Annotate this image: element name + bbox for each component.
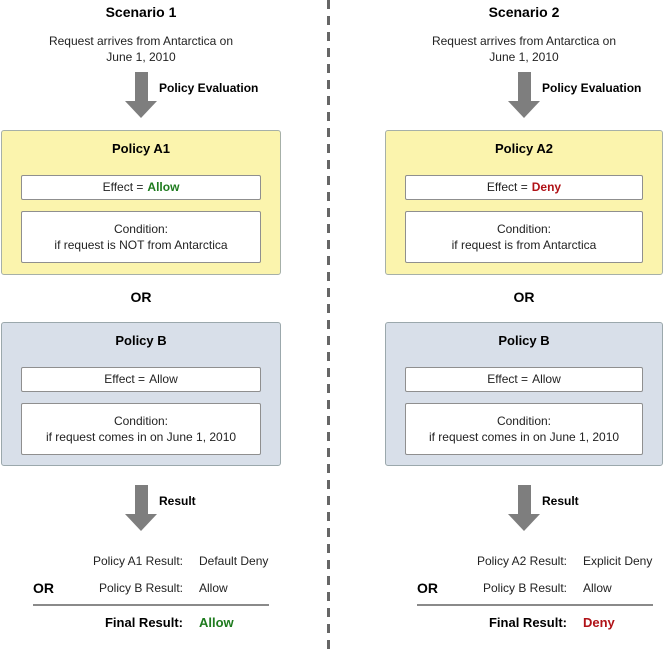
effect-box: Effect =Allow [21, 367, 261, 392]
arrow-head [125, 101, 157, 118]
policy-b-result-value: Allow [583, 581, 612, 595]
policy-a1-title: Policy A1 [111, 141, 171, 156]
effect-box: Effect =Allow [21, 175, 261, 200]
effect-label: Effect = [487, 372, 529, 386]
request-line-1: Request arrives from Antarctica on [431, 34, 617, 48]
condition-label: Condition: [113, 414, 169, 428]
policy-evaluation-label: Policy Evaluation [159, 81, 259, 95]
scenario-title: Scenario 2 [488, 4, 560, 20]
request-line-2: June 1, 2010 [489, 50, 559, 64]
request-text: Request arrives from Antarctica on June … [385, 33, 663, 65]
final-result-label: Final Result: [104, 615, 183, 630]
results-separator-line [33, 604, 269, 606]
result-label: Result [542, 494, 579, 508]
condition-box: Condition: if request is NOT from Antarc… [21, 211, 261, 263]
down-arrow-icon [125, 485, 157, 531]
arrow-shaft [134, 72, 148, 101]
condition-box: Condition: if request is from Antarctica [405, 211, 643, 263]
scenario-1-column: Scenario 1 Request arrives from Antarcti… [1, 0, 281, 632]
results-or-spacer [33, 548, 71, 575]
results-or-spacer [417, 548, 455, 575]
policy-a2-result-value: Explicit Deny [583, 554, 653, 568]
effect-value: Allow [147, 180, 180, 194]
policy-a1-box: Policy A1 Effect =Allow Condition: if re… [1, 130, 281, 275]
final-result-spacer [33, 606, 71, 632]
results-block: Policy A1 Result: Default Deny OR Policy… [33, 548, 269, 632]
final-result-value: Allow [199, 615, 234, 630]
effect-label: Effect = [102, 180, 144, 194]
arrow-head [508, 101, 540, 118]
policy-evaluation-label: Policy Evaluation [542, 81, 642, 95]
policy-b-result-value: Allow [199, 581, 228, 595]
final-result-spacer [417, 606, 455, 632]
down-arrow-icon [125, 72, 157, 118]
result-arrow-block: Result [385, 485, 663, 531]
policy-a1-result-value: Default Deny [199, 554, 269, 568]
arrow-head [125, 514, 157, 531]
results-or-label: OR [417, 580, 438, 596]
effect-value: Deny [531, 180, 562, 194]
policy-evaluation-arrow-block: Policy Evaluation [385, 72, 663, 118]
condition-label: Condition: [496, 222, 552, 236]
policy-b-title: Policy B [498, 333, 550, 348]
condition-label: Condition: [113, 222, 169, 236]
effect-value: Allow [149, 372, 178, 386]
request-line-2: June 1, 2010 [106, 50, 176, 64]
policy-evaluation-arrow-block: Policy Evaluation [1, 72, 281, 118]
final-result-value: Deny [583, 615, 615, 630]
dashed-divider [327, 0, 330, 650]
policy-b-title: Policy B [115, 333, 167, 348]
arrow-head [508, 514, 540, 531]
down-arrow-icon [508, 485, 540, 531]
policy-a1-result-label: Policy A1 Result: [92, 554, 183, 568]
or-label: OR [130, 289, 152, 305]
condition-text: if request is from Antarctica [451, 238, 597, 252]
final-result-label: Final Result: [488, 615, 567, 630]
condition-text: if request comes in on June 1, 2010 [45, 430, 237, 444]
effect-label: Effect = [104, 372, 146, 386]
policy-a2-title: Policy A2 [494, 141, 554, 156]
result-label: Result [159, 494, 196, 508]
scenario-title: Scenario 1 [105, 4, 177, 20]
condition-box: Condition: if request comes in on June 1… [405, 403, 643, 455]
policy-a2-result-label: Policy A2 Result: [476, 554, 567, 568]
policy-a2-box: Policy A2 Effect =Deny Condition: if req… [385, 130, 663, 275]
policy-b-box: Policy B Effect =Allow Condition: if req… [385, 322, 663, 466]
policy-b-box: Policy B Effect =Allow Condition: if req… [1, 322, 281, 466]
effect-box: Effect =Allow [405, 367, 643, 392]
arrow-shaft [517, 72, 531, 101]
arrow-shaft [134, 485, 148, 514]
result-arrow-block: Result [1, 485, 281, 531]
effect-label: Effect = [486, 180, 528, 194]
scenario-2-column: Scenario 2 Request arrives from Antarcti… [385, 0, 663, 632]
results-block: Policy A2 Result: Explicit Deny OR Polic… [417, 548, 653, 632]
results-separator-line [417, 604, 653, 606]
request-line-1: Request arrives from Antarctica on [48, 34, 234, 48]
or-label: OR [513, 289, 535, 305]
down-arrow-icon [508, 72, 540, 118]
request-text: Request arrives from Antarctica on June … [1, 33, 281, 65]
condition-text: if request is NOT from Antarctica [54, 238, 228, 252]
policy-b-result-label: Policy B Result: [98, 581, 183, 595]
policy-b-result-label: Policy B Result: [482, 581, 567, 595]
condition-label: Condition: [496, 414, 552, 428]
arrow-shaft [517, 485, 531, 514]
results-or-label: OR [33, 580, 54, 596]
effect-box: Effect =Deny [405, 175, 643, 200]
condition-box: Condition: if request comes in on June 1… [21, 403, 261, 455]
condition-text: if request comes in on June 1, 2010 [428, 430, 620, 444]
effect-value: Allow [532, 372, 561, 386]
